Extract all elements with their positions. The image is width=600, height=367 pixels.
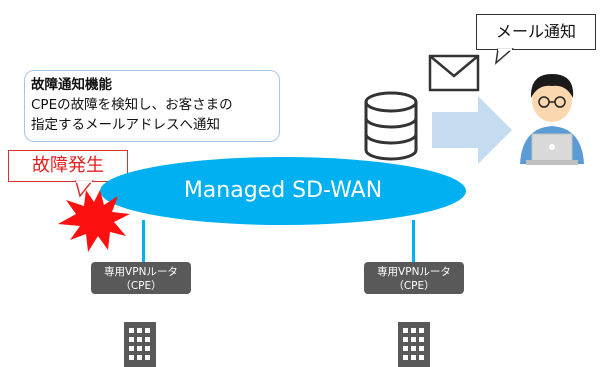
- feature-line-2: 指定するメールアドレスへ通知: [31, 117, 220, 133]
- mail-notification-callout: メール通知: [476, 14, 596, 50]
- feature-line-1: CPEの故障を検知し、お客さまの: [31, 97, 233, 113]
- cpe-left-line-2: （CPE）: [120, 280, 162, 292]
- failure-label-text: 故障発生: [32, 155, 104, 176]
- cpe-right-line-2: （CPE）: [393, 280, 435, 292]
- mail-notification-label: メール通知: [495, 22, 576, 41]
- feature-title: 故障通知機能: [31, 77, 112, 93]
- failure-label: 故障発生: [8, 150, 128, 182]
- sd-wan-cloud: [100, 157, 466, 225]
- cpe-router-left: 専用VPNルータ （CPE）: [91, 262, 191, 294]
- connection-line-left: [142, 220, 145, 264]
- cpe-router-right: 専用VPNルータ （CPE）: [364, 262, 464, 294]
- feature-description-box: 故障通知機能 CPEの故障を検知し、お客さまの 指定するメールアドレスへ通知: [24, 70, 280, 142]
- sd-wan-label: Managed SD-WAN: [183, 178, 383, 203]
- cpe-left-line-1: 専用VPNルータ: [104, 266, 178, 278]
- cpe-right-line-1: 専用VPNルータ: [377, 266, 451, 278]
- connection-line-right: [412, 220, 415, 264]
